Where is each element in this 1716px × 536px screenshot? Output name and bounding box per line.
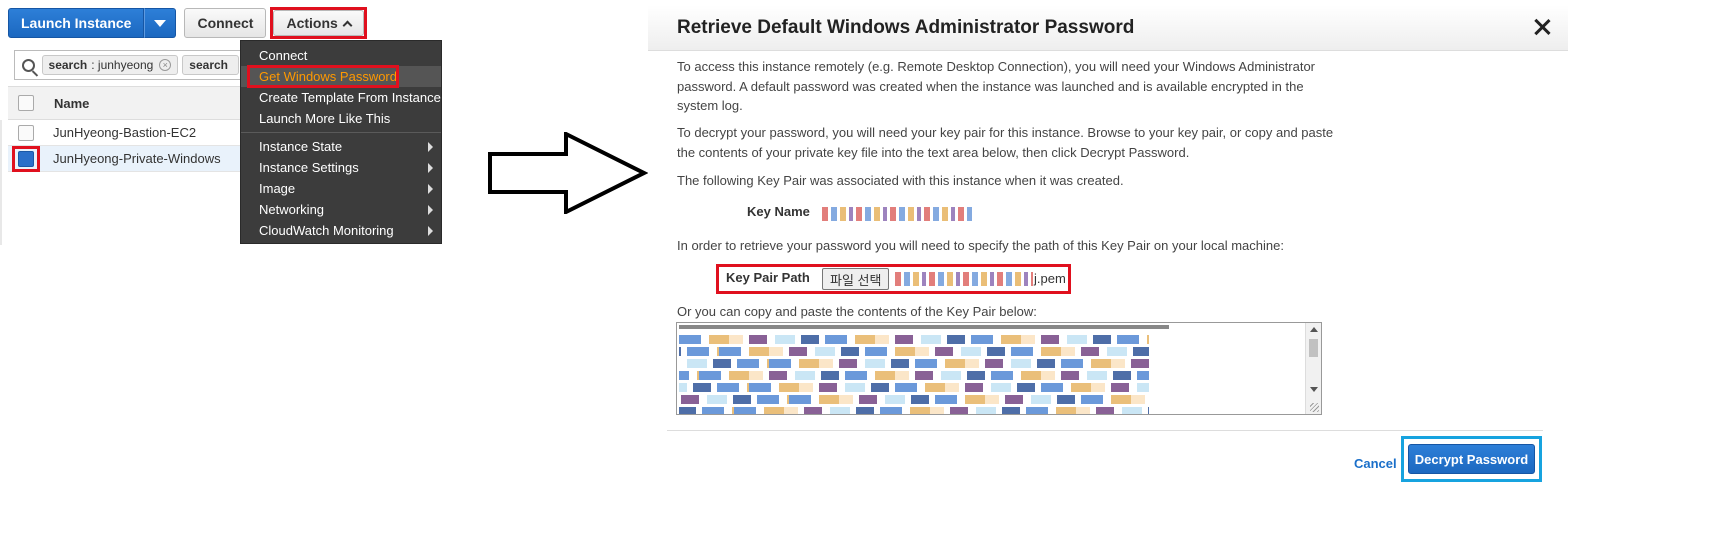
menu-item-instance-state[interactable]: Instance State (241, 136, 441, 157)
menu-item-networking[interactable]: Networking (241, 199, 441, 220)
actions-dropdown-menu: Connect Get Windows Password Create Temp… (240, 40, 442, 244)
scroll-up-icon[interactable] (1310, 327, 1318, 332)
dialog-footer-divider (667, 430, 1543, 431)
associated-keypair-text: The following Key Pair was associated wi… (677, 173, 1124, 188)
dialog-header: Retrieve Default Windows Administrator P… (648, 5, 1568, 51)
menu-item-instance-settings[interactable]: Instance Settings (241, 157, 441, 178)
chevron-right-icon (428, 184, 433, 194)
redacted-key-name (822, 207, 972, 221)
actions-button[interactable]: Actions (273, 10, 364, 36)
scroll-down-icon[interactable] (1310, 387, 1318, 392)
redacted-key-contents (679, 335, 1149, 414)
menu-separator (241, 132, 441, 133)
private-key-textarea[interactable] (676, 322, 1322, 415)
menu-item-image[interactable]: Image (241, 178, 441, 199)
menu-item-launch-more[interactable]: Launch More Like This (259, 111, 391, 126)
checkbox-highlight-box (12, 145, 40, 172)
redacted-file-name (895, 272, 1033, 286)
caret-down-icon (154, 19, 167, 27)
chevron-right-icon (428, 205, 433, 215)
instance-search-bar[interactable]: search : junhyeong × search (14, 50, 244, 80)
row-checkbox-checked[interactable] (18, 150, 34, 167)
table-header: Name (8, 86, 240, 120)
menu-item-label: Instance Settings (259, 160, 359, 175)
search-token[interactable]: search : junhyeong × (41, 55, 179, 75)
dialog-title: Retrieve Default Windows Administrator P… (677, 17, 1135, 38)
search-token-key: search (48, 58, 88, 72)
actions-highlight-box: Actions (270, 7, 367, 39)
search-icon-container (15, 51, 42, 79)
column-header-name[interactable]: Name (54, 95, 90, 111)
search-icon (21, 58, 35, 72)
redacted-line (679, 347, 1149, 356)
resize-grip-icon[interactable] (1310, 403, 1319, 412)
scroll-thumb[interactable] (1309, 339, 1318, 357)
menu-item-label: Instance State (259, 139, 343, 154)
instance-name: JunHyeong-Private-Windows (53, 151, 221, 166)
close-icon[interactable] (1532, 17, 1552, 37)
connect-button[interactable]: Connect (184, 8, 267, 38)
menu-item-label: Networking (259, 202, 325, 217)
chevron-right-icon (428, 142, 433, 152)
table-row[interactable]: JunHyeong-Bastion-EC2 (8, 120, 240, 146)
instance-name: JunHyeong-Bastion-EC2 (53, 125, 197, 140)
chevron-right-icon (428, 163, 433, 173)
launch-instance-dropdown-button[interactable] (144, 8, 177, 38)
menu-highlight-box (247, 65, 399, 88)
redacted-line (679, 359, 1149, 368)
instances-table: Name JunHyeong-Bastion-EC2 JunHyeong-Pri… (8, 86, 240, 172)
select-all-checkbox[interactable] (18, 95, 34, 111)
cancel-button[interactable]: Cancel (1354, 456, 1397, 471)
chevron-up-icon (342, 20, 353, 30)
paste-instructions-text: Or you can copy and paste the contents o… (677, 304, 1037, 319)
menu-item-create-template[interactable]: Create Template From Instance (259, 90, 441, 105)
menu-item-get-windows-password[interactable]: Get Windows Password (241, 65, 441, 88)
keypair-path-highlight-box (716, 264, 1071, 294)
key-name-label: Key Name (747, 204, 810, 219)
key-file-suffix: j.pem (1034, 271, 1066, 286)
menu-item-connect[interactable]: Connect (259, 48, 308, 63)
redacted-line (679, 383, 1149, 392)
redacted-line (679, 371, 1149, 380)
table-row-selected[interactable]: JunHyeong-Private-Windows (8, 145, 240, 172)
menu-item-label: Image (259, 181, 296, 196)
ec2-toolbar: Launch Instance Connect Actions (8, 7, 367, 39)
search-token-key: search (189, 58, 228, 72)
menu-item-cloudwatch[interactable]: CloudWatch Monitoring (241, 220, 441, 241)
redacted-key-header (679, 325, 1169, 329)
search-token[interactable]: search (182, 55, 239, 75)
decrypt-instructions-text: To decrypt your password, you will need … (677, 125, 1334, 160)
intro-text: To access this instance remotely (e.g. R… (677, 59, 1316, 113)
path-instructions-text: In order to retrieve your password you w… (677, 238, 1284, 253)
decrypt-password-button[interactable]: Decrypt Password (1408, 444, 1535, 474)
actions-label: Actions (286, 15, 338, 31)
search-token-value: junhyeong (97, 58, 154, 72)
redacted-line (679, 407, 1149, 414)
textarea-scrollbar[interactable] (1305, 323, 1321, 414)
remove-token-icon[interactable]: × (159, 59, 172, 71)
launch-instance-button[interactable]: Launch Instance (8, 8, 145, 38)
decrypt-highlight-box: Decrypt Password (1401, 436, 1542, 482)
panel-divider (0, 120, 2, 245)
menu-item-label: CloudWatch Monitoring (259, 223, 394, 238)
key-pair-path-label: Key Pair Path (726, 270, 810, 285)
redacted-line (679, 395, 1149, 404)
chevron-right-icon (428, 226, 433, 236)
redacted-line (679, 335, 1149, 344)
menu-item-label: Get Windows Password (259, 69, 397, 84)
right-arrow-icon (488, 132, 648, 214)
row-checkbox[interactable] (18, 124, 34, 141)
choose-file-button[interactable]: 파일 선택 (822, 268, 890, 290)
